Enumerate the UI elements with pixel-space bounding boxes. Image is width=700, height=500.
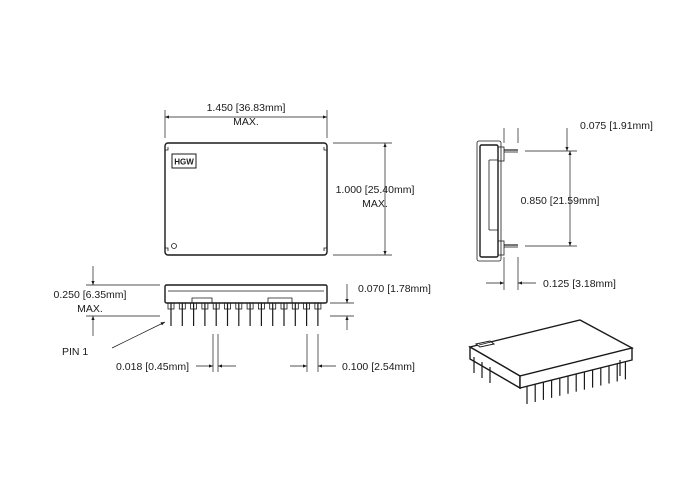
- front-pin-collar: [235, 302, 243, 310]
- pin1-dot: [171, 243, 177, 249]
- dim-width: 1.000 [25.40mm]: [336, 184, 415, 196]
- front-pin-collar: [246, 302, 254, 310]
- isometric-view: [468, 319, 634, 404]
- dim-height-max: MAX.: [77, 303, 103, 315]
- front-pin-collar: [224, 302, 231, 310]
- front-pin-collar: [314, 302, 322, 310]
- front-pin-collar: [190, 302, 198, 310]
- logo-text: HGW: [174, 158, 194, 167]
- dim-length-max: MAX.: [233, 116, 259, 128]
- dim-length: 1.450 [36.83mm]: [207, 102, 286, 114]
- dim-pin-row-spacing: 0.850 [21.59mm]: [521, 195, 600, 207]
- front-view-body: [164, 284, 328, 304]
- front-pin-collar: [201, 302, 209, 310]
- front-pin-collar: [178, 302, 186, 310]
- dim-standoff: 0.070 [1.78mm]: [358, 283, 431, 295]
- front-pin-collar: [167, 302, 175, 310]
- front-pin-collar: [212, 302, 220, 310]
- dim-height: 0.250 [6.35mm]: [54, 289, 127, 301]
- dim-width-max: MAX.: [362, 198, 388, 210]
- logo-mark: HGW: [171, 153, 197, 169]
- pin1-label: PIN 1: [62, 346, 88, 358]
- front-pin-collar: [257, 302, 265, 310]
- side-view: 0.075 [1.91mm] 0.850 [21.59mm] 0.125 [3.…: [476, 120, 653, 290]
- front-pins: [167, 302, 322, 326]
- dim-pin-pitch: 0.100 [2.54mm]: [342, 361, 415, 373]
- iso-pins: [473, 357, 627, 404]
- front-pin-collar: [291, 302, 299, 310]
- dim-side-offset: 0.125 [3.18mm]: [543, 278, 616, 290]
- front-pin-collar: [303, 302, 311, 310]
- front-pin-collar: [280, 302, 288, 310]
- front-view: 0.250 [6.35mm] MAX. 0.070 [1.78mm] PIN 1…: [54, 266, 431, 373]
- dim-pin-diameter: 0.018 [0.45mm]: [116, 361, 189, 373]
- front-pin-collar: [269, 302, 277, 310]
- top-view: HGW 1.450 [36.83mm] MAX. 1.000 [25.40mm]…: [164, 102, 415, 256]
- top-view-body: [164, 142, 328, 256]
- dim-pin-length: 0.075 [1.91mm]: [580, 120, 653, 132]
